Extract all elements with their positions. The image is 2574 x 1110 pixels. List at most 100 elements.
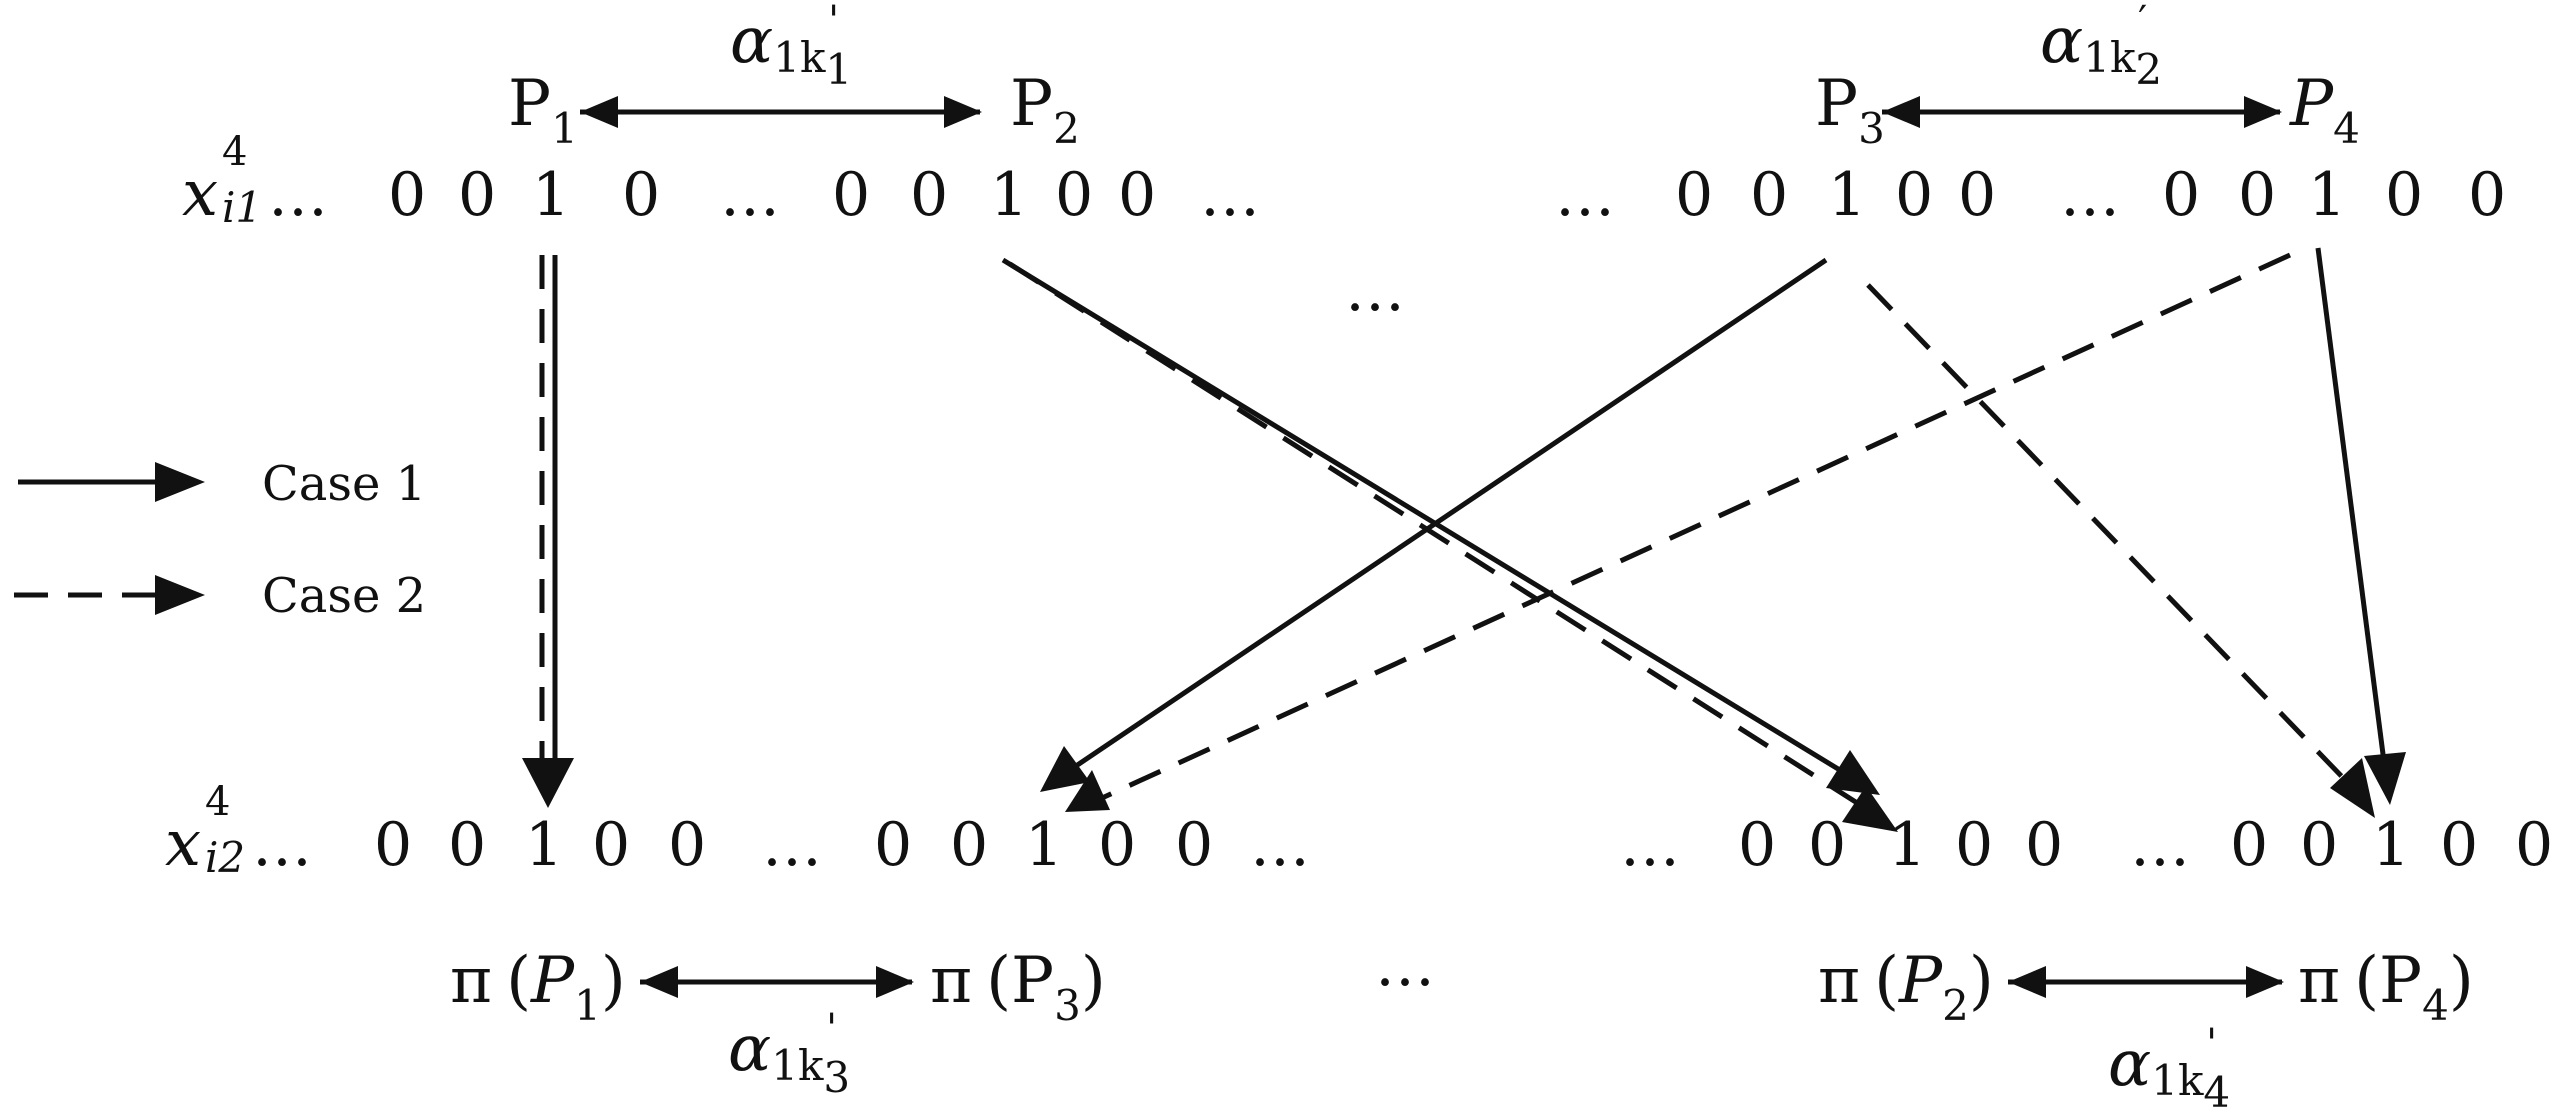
row-top-digit: 0 [388,160,426,230]
row-top-digit: 0 [2238,160,2276,230]
arrow-case1-p4 [2315,247,2387,763]
alpha-k3-label: α1k3' [728,1006,850,1102]
row-bottom-digit: 0 [592,810,630,880]
row-bottom-digit: 0 [1808,810,1846,880]
middle-ellipsis: … [1345,255,1405,325]
arrowhead [1842,786,1898,832]
row-bottom-digit: … [1620,810,1680,880]
arrowhead [522,758,574,808]
row-top-sup: 4 [222,129,247,175]
row-bottom-digit: 0 [2230,810,2268,880]
row-top-digit: 0 [622,160,660,230]
row-top-digit: 1 [2308,160,2346,230]
row-top-lead-ellipsis: … [268,160,328,230]
row-bottom-var: x [165,807,201,881]
mapping-arrows [522,247,2406,832]
row-top-digit: 0 [1675,160,1713,230]
bottom-middle-ellipsis: … [1375,930,1435,1000]
arrowhead [1882,96,1920,128]
arrowhead [2364,752,2406,805]
arrowhead [1826,750,1880,795]
row-top-digit: 0 [910,160,948,230]
arrow-case1-p3 [1068,257,1828,773]
row-bottom-digit: 0 [2515,810,2553,880]
legend-case2-label: Case 2 [262,568,426,624]
row-top-digit: 0 [2162,160,2200,230]
alpha-k2-label: α1k2′ [2040,0,2162,94]
row-bottom-digit: … [1250,810,1310,880]
row-top-digit: 1 [1828,160,1866,230]
row-top-digit: 1 [532,160,570,230]
top-labels: P1 P2 P3 P4 α1k1' α1k2′ [508,0,2360,153]
row-bottom-digit: 0 [1738,810,1776,880]
row-bottom-digit: 1 [1888,810,1926,880]
row-bottom-digit: … [762,810,822,880]
row-bottom-digit: 0 [2440,810,2478,880]
row-bottom-digit: 0 [448,810,486,880]
p4-label: P4 [2289,67,2360,153]
arrowhead [2246,966,2284,998]
row-bottom-lead-ellipsis: … [252,810,312,880]
arrowhead [155,462,205,502]
arrowhead [944,96,982,128]
row-top-digit: 0 [2468,160,2506,230]
pi-p3-label: π(P3) [930,944,1106,1030]
arrowhead [876,966,914,998]
bottom-labels: π(P1) π(P3) … π(P2) π(P4) α1k3' α1k4' [450,930,2474,1110]
pi-p1-label: π(P1) [450,944,626,1030]
arrow-case1-p2 [1001,257,1850,778]
alpha-k4-label: α1k4' [2108,1021,2230,1110]
pi-p4-label: π(P4) [2298,944,2474,1030]
arrowhead [1040,746,1090,792]
row-top-digit: 0 [832,160,870,230]
row-top-digit: … [1555,160,1615,230]
row-top-digit: 0 [1055,160,1093,230]
p2-label: P2 [1010,67,1080,153]
row-bottom-digit: … [2130,810,2190,880]
row-bottom-digit: 0 [950,810,988,880]
alpha-k1-label: α1k1' [730,0,852,94]
row-top-digit: … [2060,160,2120,230]
row-top-digit: 0 [1958,160,1996,230]
arrowhead [2008,966,2046,998]
row-bottom-digit: 1 [1025,810,1063,880]
row-bottom-digit: 0 [1955,810,1993,880]
p1-label: P1 [508,67,578,153]
row-bottom-sup: 4 [205,779,230,825]
arrowhead [2330,758,2375,818]
row-top-sub: i1 [222,183,262,232]
arrowhead [580,96,618,128]
arrow-case2-p2 [1008,261,1864,809]
row-top-digit: 1 [990,160,1028,230]
row-top-digit: 0 [2385,160,2423,230]
row-bottom-digit: 1 [525,810,563,880]
arrow-case2-p4 [1100,252,2292,801]
row-top-digit: … [1200,160,1260,230]
row-top-var: x [182,157,218,231]
row-top-digit: 0 [1750,160,1788,230]
row-top-digit: … [720,160,780,230]
row-bottom-digit: 0 [1098,810,1136,880]
row-top-digit: 0 [1118,160,1156,230]
arrowhead [2244,96,2282,128]
arrow-case2-p3 [1866,283,2352,787]
arrowhead [1065,770,1110,812]
row-bottom-digit: 0 [874,810,912,880]
row-bottom-digit: 0 [2300,810,2338,880]
row-bottom-digit: 1 [2372,810,2410,880]
arrowhead [640,966,678,998]
row-bottom-sub: i2 [205,833,245,882]
row-top-digit: 0 [1895,160,1933,230]
legend: Case 1 Case 2 [14,456,426,624]
row-bottom-digit: 0 [2025,810,2063,880]
row-bottom-digit: 0 [374,810,412,880]
p3-label: P3 [1815,67,1885,153]
arrowhead [155,575,205,615]
row-top-digit: 0 [458,160,496,230]
row-bottom-digit: 0 [1175,810,1213,880]
